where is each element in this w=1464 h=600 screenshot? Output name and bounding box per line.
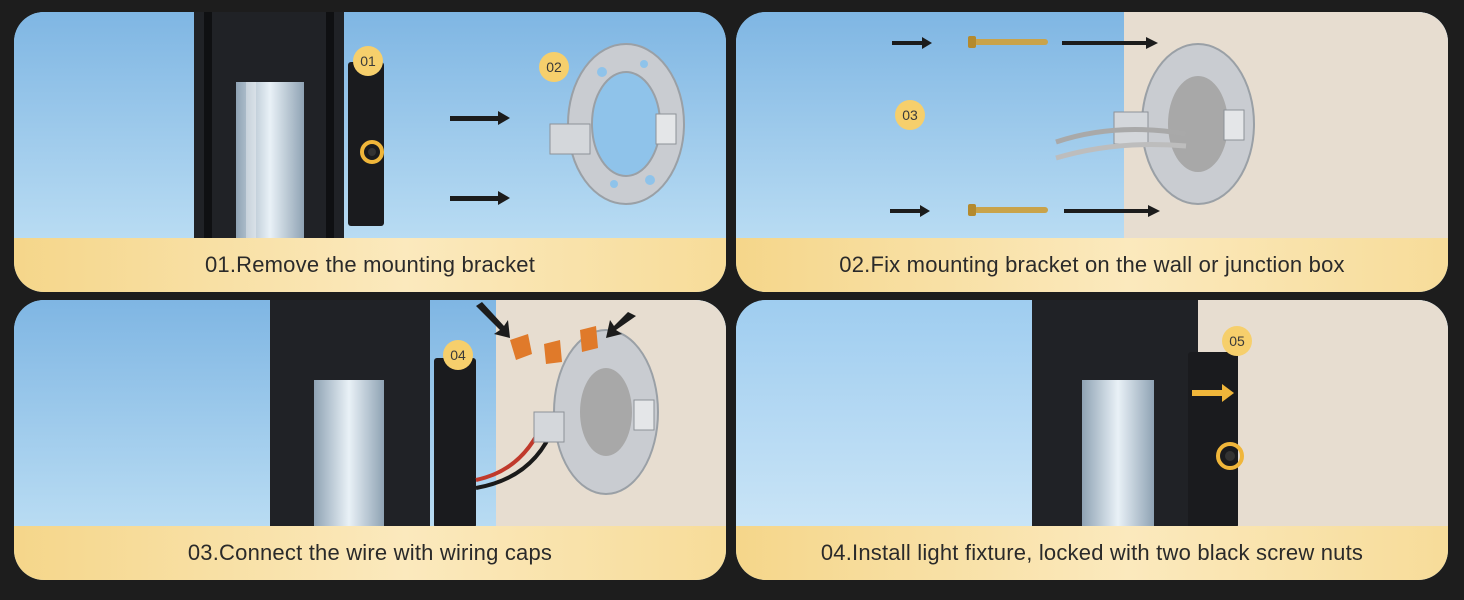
mounting-bracket bbox=[1055, 43, 1255, 205]
step-1-panel: 01 02 01.Remove the mounting bracket bbox=[14, 12, 726, 292]
screw-icon bbox=[968, 36, 1048, 216]
arrow-icon bbox=[476, 302, 636, 338]
step-3-illustration bbox=[14, 300, 726, 528]
rotate-screw-icon bbox=[360, 140, 384, 164]
mounting-bracket bbox=[549, 43, 685, 205]
step-2-illustration bbox=[736, 12, 1448, 240]
step-4-illustration bbox=[736, 300, 1448, 528]
step-caption: 01.Remove the mounting bracket bbox=[14, 238, 726, 292]
wiring-cap-icon bbox=[510, 326, 598, 364]
mounting-bracket bbox=[533, 329, 659, 495]
step-2-panel: 03 02.Fix mounting bracket on the wall o… bbox=[736, 12, 1448, 292]
step-badge: 04 bbox=[443, 340, 473, 370]
step-4-panel: 05 04.Install light fixture, locked with… bbox=[736, 300, 1448, 580]
step-badge: 05 bbox=[1222, 326, 1252, 356]
step-caption: 03.Connect the wire with wiring caps bbox=[14, 526, 726, 580]
arrow-icon bbox=[450, 111, 510, 205]
light-fixture bbox=[270, 300, 476, 528]
step-caption: 04.Install light fixture, locked with tw… bbox=[736, 526, 1448, 580]
step-badge: 01 bbox=[353, 46, 383, 76]
rotate-screw-icon bbox=[1216, 442, 1244, 470]
step-badge: 02 bbox=[539, 52, 569, 82]
arrow-icon bbox=[1192, 384, 1234, 402]
light-fixture bbox=[1032, 300, 1238, 528]
arrow-icon bbox=[890, 37, 1160, 217]
step-badge: 03 bbox=[895, 100, 925, 130]
step-caption: 02.Fix mounting bracket on the wall or j… bbox=[736, 238, 1448, 292]
step-3-panel: 04 03.Connect the wire with wiring caps bbox=[14, 300, 726, 580]
